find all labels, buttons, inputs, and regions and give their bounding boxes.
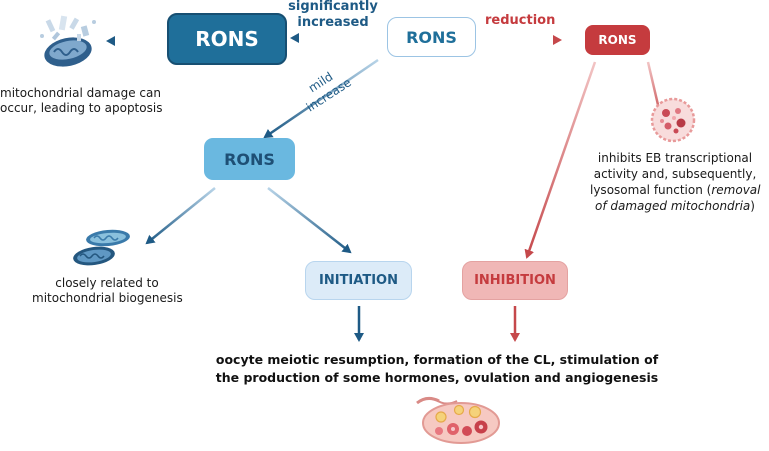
arrow-center-to-mild bbox=[263, 58, 379, 139]
lysosome-line3: lysosomal function (removal bbox=[590, 182, 760, 198]
lysosome-line3-plain: lysosomal function ( bbox=[590, 183, 712, 197]
arrow-low-to-inhibition bbox=[524, 61, 597, 259]
rons-mild-node: RONS bbox=[204, 138, 295, 180]
label-reduction: reduction bbox=[485, 13, 556, 28]
lysosome-line2: activity and, subsequently, bbox=[593, 167, 757, 181]
lysosome-description: inhibits EB transcriptional activity and… bbox=[590, 150, 760, 214]
arrow-mild-to-initiation bbox=[267, 187, 352, 254]
biogenesis-line1: closely related to bbox=[55, 276, 159, 290]
lysosome-icon bbox=[650, 97, 696, 143]
inhibition-node: INHIBITION bbox=[462, 261, 568, 300]
rons-center-node: RONS bbox=[387, 17, 476, 57]
apoptosis-description: mitochondrial damage can occur, leading … bbox=[0, 86, 163, 116]
damaged-mitochondrion-icon bbox=[40, 15, 96, 67]
rons-low-node: RONS bbox=[585, 25, 650, 55]
biogenesis-line2: mitochondrial biogenesis bbox=[32, 291, 183, 305]
label-significantly-line1: significantly bbox=[288, 0, 378, 14]
rons-high-node: RONS bbox=[167, 13, 287, 65]
outcome-line1: oocyte meiotic resumption, formation of … bbox=[215, 352, 659, 367]
lysosome-line4-close: ) bbox=[750, 199, 755, 213]
lysosome-line1: inhibits EB transcriptional bbox=[597, 151, 753, 165]
arrow-mild-to-biogenesis bbox=[145, 187, 216, 245]
outcome-description: oocyte meiotic resumption, formation of … bbox=[204, 351, 670, 387]
ovary-icon bbox=[416, 396, 500, 444]
apoptosis-line2: occur, leading to apoptosis bbox=[0, 101, 163, 115]
apoptosis-line1: mitochondrial damage can bbox=[0, 86, 161, 100]
outcome-line2: the production of some hormones, ovulati… bbox=[215, 370, 659, 385]
label-significantly-increased: significantly increased bbox=[283, 0, 383, 31]
lysosome-line4-italic: of damaged mitochondria bbox=[595, 199, 751, 213]
lysosome-line3-italic: removal bbox=[711, 183, 761, 197]
label-significantly-line2: increased bbox=[297, 15, 369, 30]
mitochondria-icon bbox=[73, 229, 130, 266]
lysosome-line4: of damaged mitochondria) bbox=[590, 198, 760, 214]
biogenesis-description: closely related to mitochondrial biogene… bbox=[32, 276, 183, 306]
initiation-node: INITIATION bbox=[305, 261, 412, 300]
